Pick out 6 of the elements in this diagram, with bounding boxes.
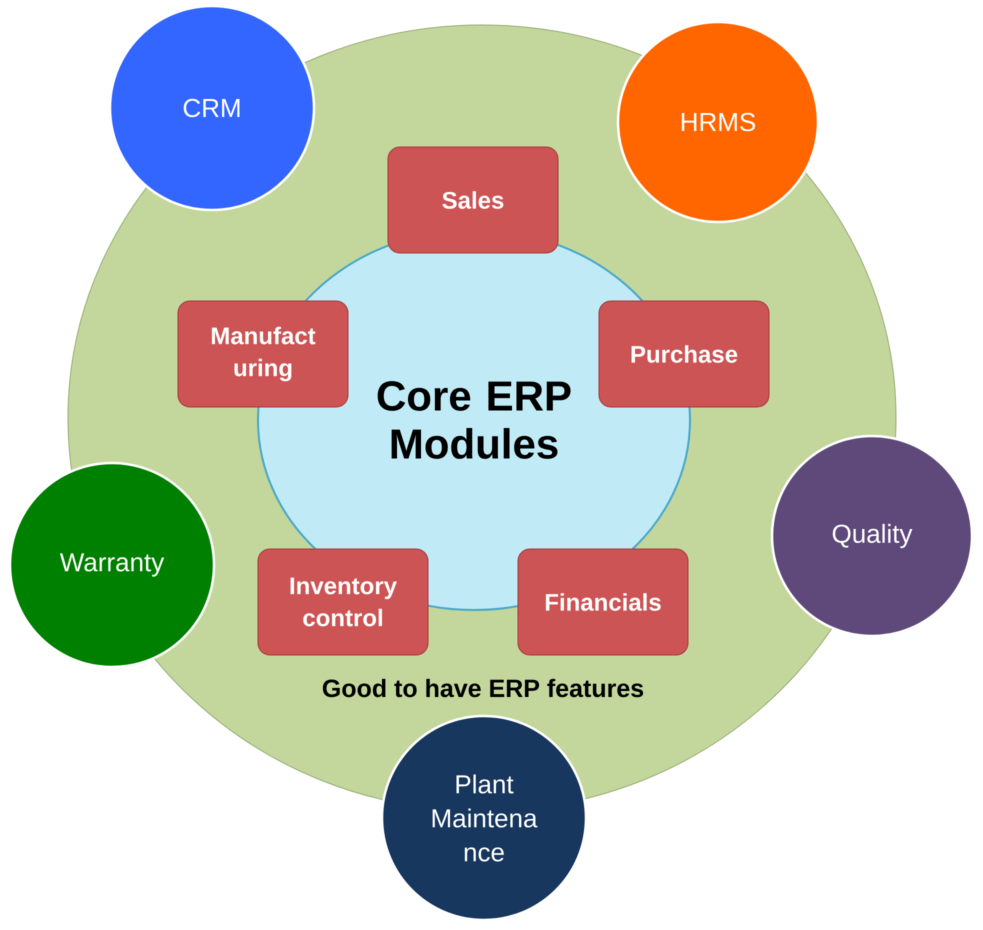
module-box: Sales	[388, 146, 558, 254]
module-box: Manufact uring	[178, 300, 348, 408]
module-box: Financials	[518, 548, 688, 656]
module-box: Inventory control	[258, 548, 428, 656]
module-box: Purchase	[598, 300, 770, 408]
circle-label: Good to have ERP features	[322, 678, 644, 698]
